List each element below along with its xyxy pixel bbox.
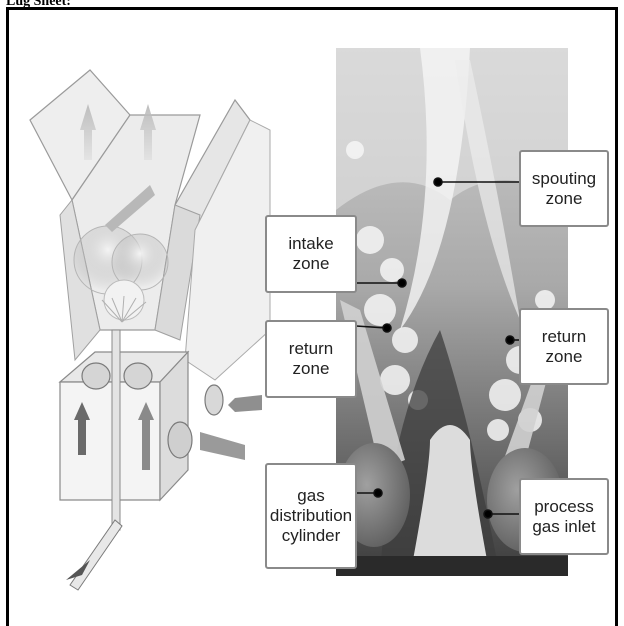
label-return-zone-left: return zone [265, 320, 357, 398]
label-intake-zone: intake zone [265, 215, 357, 293]
label-return-zone-right: return zone [519, 308, 609, 385]
label-spouting-zone: spouting zone [519, 150, 609, 227]
label-gas-distribution-cylinder: gas distribution cylinder [265, 463, 357, 569]
label-process-gas-inlet: process gas inlet [519, 478, 609, 555]
reactor-sketch [30, 70, 270, 590]
